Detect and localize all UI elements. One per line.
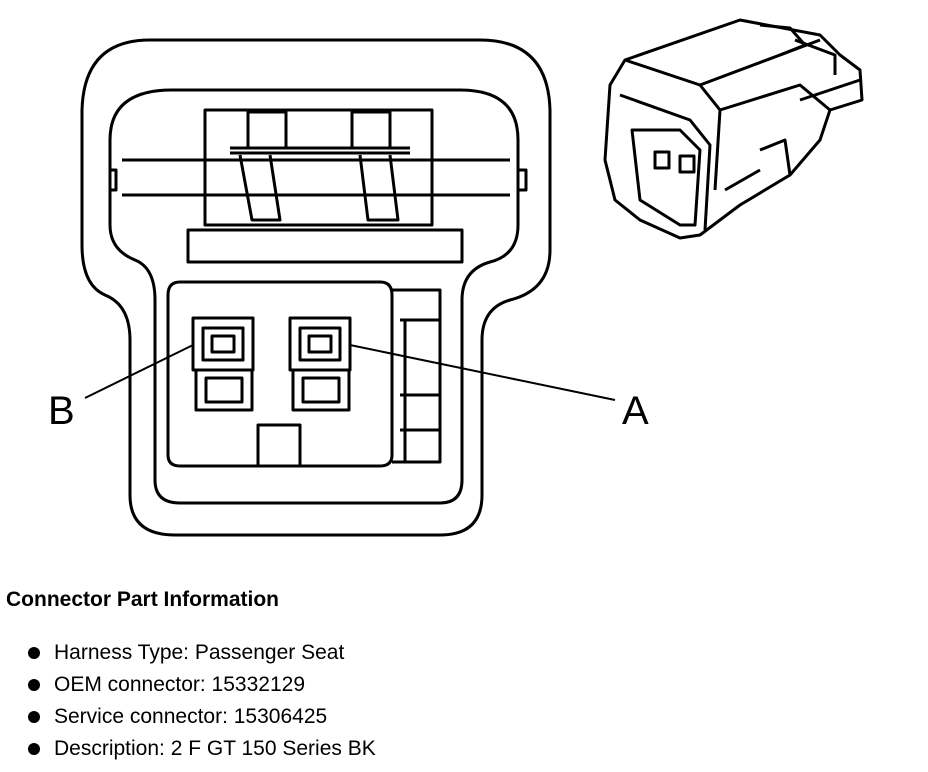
latch-block [203, 108, 434, 227]
info-item-text: OEM connector: 15332129 [54, 673, 305, 696]
info-item-text: Harness Type: Passenger Seat [54, 641, 345, 664]
leader-line-b [84, 344, 194, 399]
terminal-b-upper-inner [201, 326, 245, 362]
latch-finger-left [238, 154, 282, 222]
terminal-b-lower-inner [204, 376, 244, 404]
info-item-description: Description: 2 F GT 150 Series BK [28, 733, 906, 765]
latch-window-right [350, 110, 392, 150]
info-list: Harness Type: Passenger Seat OEM connect… [6, 637, 906, 765]
info-item-oem-connector: OEM connector: 15332129 [28, 669, 906, 701]
info-item-harness-type: Harness Type: Passenger Seat [28, 637, 906, 669]
latch-window-left [246, 110, 288, 150]
bullet-icon [28, 647, 40, 659]
terminal-a-lower [291, 368, 351, 412]
terminal-a-upper-core [307, 334, 333, 354]
latch-finger-right [358, 154, 400, 222]
connector-face-inner [108, 88, 520, 505]
bullet-icon [28, 743, 40, 755]
connector-diagram: B A [48, 18, 864, 537]
terminal-b-upper-core [210, 334, 236, 354]
terminal-a-lower-inner [301, 376, 341, 404]
terminal-a-upper-inner [298, 326, 342, 362]
connector-face-outer [80, 38, 552, 537]
info-item-text: Service connector: 15306425 [54, 705, 328, 728]
side-stub-left [110, 168, 118, 192]
latch-base [186, 228, 464, 264]
key-slot [256, 423, 302, 468]
cavity-block [166, 280, 394, 468]
info-item-service-connector: Service connector: 15306425 [28, 701, 906, 733]
info-title: Connector Part Information [6, 588, 280, 611]
latch-rail [122, 158, 510, 197]
side-stub-right [518, 168, 528, 192]
latch-bar [230, 146, 410, 155]
connector-iso-view [603, 18, 864, 240]
terminal-b-lower [194, 368, 254, 412]
info-item-text: Description: 2 F GT 150 Series BK [54, 737, 376, 760]
pin-label-b: B [48, 389, 75, 433]
connector-info-panel: Connector Part Information Harness Type:… [6, 587, 906, 765]
cavity-side-wall [392, 288, 442, 464]
bullet-icon [28, 711, 40, 723]
bullet-icon [28, 679, 40, 691]
pin-label-a: A [622, 389, 649, 433]
leader-line-a [349, 344, 616, 401]
